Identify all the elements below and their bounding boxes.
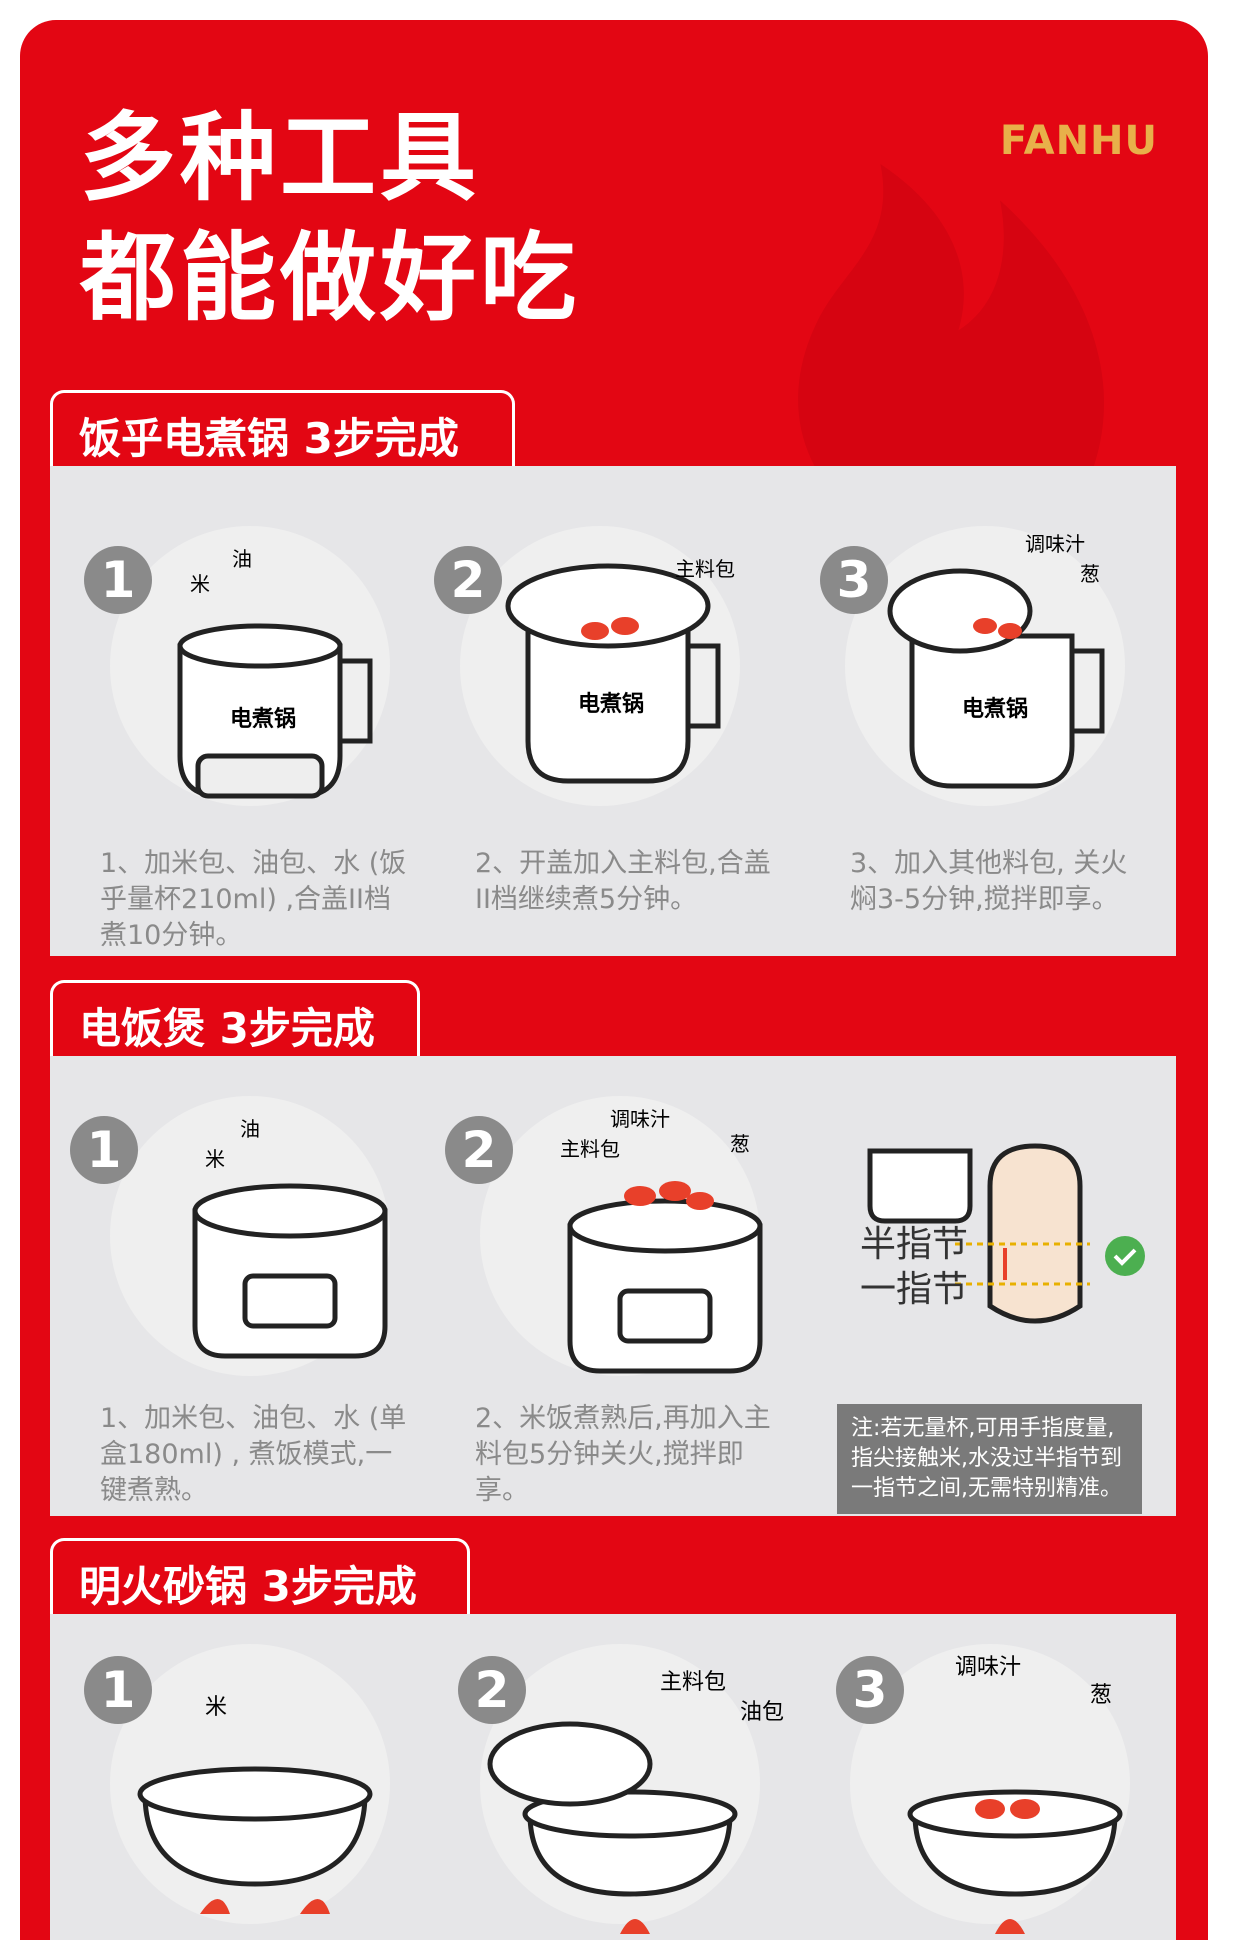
step-number: 1 [84,546,152,614]
svg-text:葱: 葱 [730,1132,750,1156]
svg-text:主料包: 主料包 [560,1137,620,1161]
svg-text:油: 油 [232,547,252,571]
svg-text:葱: 葱 [1080,562,1100,586]
step-number: 1 [70,1116,138,1184]
measurement-note: 注:若无量杯,可用手指度量,指尖接触米,水没过半指节到一指节之间,无需特别精准。 [837,1404,1142,1514]
svg-text:米: 米 [190,572,210,596]
section-panel-rice-cooker: 1 2 半指节 一指节 米油主料包 调味汁葱 1、加米包、油包、水 (单盒180m… [50,1056,1176,1516]
step-description: 2、米饭煮熟后,再加入主料包5分钟关火,搅拌即享。 [475,1403,771,1506]
section-panel-clay-pot: 1 2 3 米 主料包油包 调味汁葱 [50,1614,1176,1940]
poster-card: 多种工具 都能做好吃 FANHU 饭乎电煮锅 3步完成 1 2 3 电煮锅 电煮… [20,20,1208,1940]
step-description: 3、加入其他料包, 关火焖3-5分钟,搅拌即享。 [850,848,1128,915]
step-description: 2、开盖加入主料包,合盖 II档继续煮5分钟。 [475,848,771,915]
pot-label: 电煮锅 [578,691,644,717]
svg-text:调味汁: 调味汁 [610,1107,670,1131]
rice-cooker-icon [192,1143,1083,1374]
svg-text:调味汁: 调味汁 [955,1655,1021,1680]
step-description: 1、加米包、油包、水 (饭乎量杯210ml) ,合盖II档煮10分钟。 [100,848,407,951]
step-description: 1、加米包、油包、水 (单盒180ml) , 煮饭模式,一键煮熟。 [100,1403,407,1506]
section-tab-electric-pot: 饭乎电煮锅 3步完成 [50,390,515,466]
svg-text:油包: 油包 [740,1700,784,1725]
section-panel-electric-pot: 1 2 3 电煮锅 电煮锅 电煮锅 米油 主料包 调味汁葱 1、加米包、油包、水 (… [50,466,1176,956]
svg-text:调味汁: 调味汁 [1025,532,1085,556]
step-number: 3 [836,1656,904,1724]
clay-pot-icon [137,1721,1123,1897]
check-icon [1105,1236,1145,1276]
svg-text:葱: 葱 [1090,1683,1112,1708]
finger-label-one: 一指节 [860,1269,968,1310]
svg-text:米: 米 [205,1695,227,1720]
pot-label: 电煮锅 [962,696,1028,722]
step-number: 2 [458,1656,526,1724]
section-tab-rice-cooker: 电饭煲 3步完成 [50,980,420,1056]
svg-text:油: 油 [240,1117,260,1141]
title-line-1: 多种工具 [80,102,480,214]
step-number: 2 [445,1116,513,1184]
step-number: 3 [820,546,888,614]
title-line-2: 都能做好吃 [80,222,580,334]
section-tab-clay-pot: 明火砂锅 3步完成 [50,1538,470,1614]
step-number: 2 [434,546,502,614]
svg-text:主料包: 主料包 [675,557,735,581]
svg-text:米: 米 [205,1147,225,1171]
pot-label: 电煮锅 [230,706,296,732]
brand-logo: FANHU [999,118,1158,164]
svg-text:主料包: 主料包 [660,1670,726,1695]
step-number: 1 [84,1656,152,1724]
flame-decoration [798,164,1104,555]
finger-label-half: 半指节 [860,1224,968,1265]
electric-pot-icon [177,563,1105,799]
